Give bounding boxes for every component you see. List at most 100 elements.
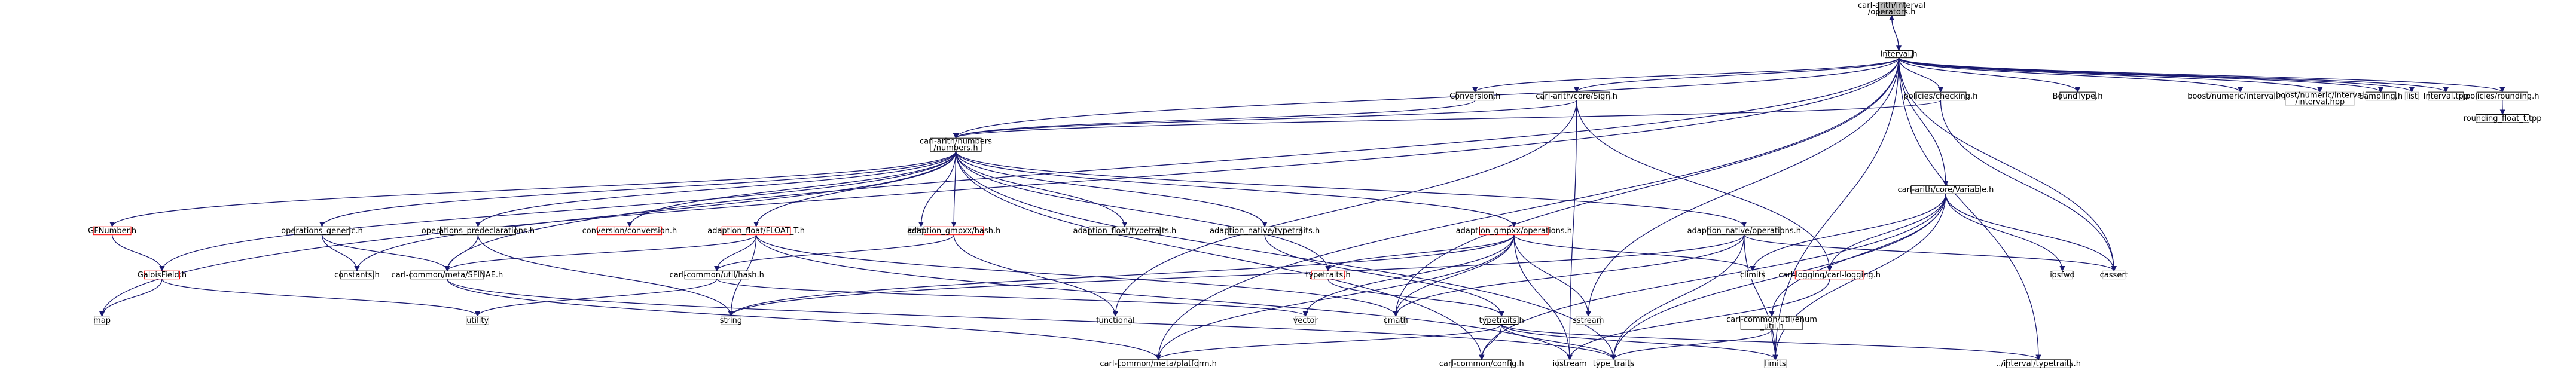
node-platform[interactable]: carl-common/meta/platform.h bbox=[1100, 359, 1217, 369]
node-boundtype[interactable]: BoundType.h bbox=[2053, 91, 2103, 101]
edge-interval-to-checking bbox=[1898, 57, 1943, 93]
node-cassert: cassert bbox=[2100, 270, 2128, 280]
node-label-intervaltypetraits: ../interval/typetraits.h bbox=[1996, 360, 2081, 369]
edge-interval-to-sfinae bbox=[444, 57, 1900, 272]
edge-carllogging-to-iostream bbox=[1567, 279, 1830, 360]
edge-gmpxxops-to-vector bbox=[1302, 234, 1515, 317]
node-label-interval: Interval.h bbox=[1880, 50, 1917, 59]
node-config[interactable]: carl-common/config.h bbox=[1439, 359, 1524, 369]
node-label-root: carl-arith/interval bbox=[1858, 1, 1925, 10]
node-constants[interactable]: constants.h bbox=[334, 270, 380, 280]
edge-adaptionfloat-to-sfinae bbox=[444, 234, 757, 272]
node-sign[interactable]: carl-arith/core/Sign.h bbox=[1536, 91, 1617, 101]
node-boostinterval2: boost/numeric/interval/interval.hpp bbox=[2276, 91, 2364, 107]
node-adaptionfloat[interactable]: adaption_float/FLOAT_T.h bbox=[707, 226, 805, 236]
edge-interval-to-boostinterval bbox=[1898, 57, 2243, 93]
edge-variable-to-carllogging bbox=[1827, 194, 1946, 272]
node-label-list: list bbox=[2406, 92, 2418, 101]
edge-interval-to-numbers bbox=[953, 57, 1900, 139]
node-box-list bbox=[2404, 91, 2419, 101]
node-intervaltpp[interactable]: Interval.tpp bbox=[2424, 91, 2469, 101]
node-typetraitsred[interactable]: typetraits.h bbox=[1305, 270, 1351, 280]
node-opgeneric[interactable]: operations_generic.h bbox=[281, 226, 363, 236]
node-gmpxxhash[interactable]: adaption_gmpxx/hash.h bbox=[907, 226, 1000, 236]
node-box-enumutil bbox=[1740, 316, 1803, 330]
edge-numbers-to-gfnumber bbox=[109, 151, 957, 228]
node-label-galoisfield: GaloisField.h bbox=[138, 271, 187, 280]
edge-numbers-to-opgeneric bbox=[319, 151, 957, 228]
node-gfnumber[interactable]: GFNumber.h bbox=[88, 226, 136, 236]
node-floattypetraits[interactable]: adaption_float/typetraits.h bbox=[1073, 226, 1176, 236]
node-interval[interactable]: Interval.h bbox=[1880, 50, 1917, 59]
node-box-functional bbox=[1099, 316, 1131, 325]
node-checking[interactable]: policies/checking.h bbox=[1903, 91, 1977, 101]
node-conversionconv[interactable]: conversion/conversion.h bbox=[582, 226, 677, 236]
edge-numbers-to-gmpxxops bbox=[955, 151, 1517, 228]
node-carllogging[interactable]: carl-logging/carl-logging.h bbox=[1778, 270, 1881, 280]
node-label-map: map bbox=[93, 316, 111, 325]
node-boostinterval: boost/numeric/interval.hpp bbox=[2187, 91, 2293, 101]
edge-adaptionfloat-to-cmath bbox=[755, 234, 1399, 317]
node-intervaltypetraits[interactable]: ../interval/typetraits.h bbox=[1996, 359, 2081, 369]
node-label-typetraitsstd: type_traits bbox=[1593, 360, 1635, 369]
node-galoisfield[interactable]: GaloisField.h bbox=[138, 270, 187, 280]
node-label-gmpxxhash: adaption_gmpxx/hash.h bbox=[907, 227, 1000, 236]
node-iostream: iostream bbox=[1553, 359, 1587, 369]
node-box-iosfwd bbox=[2052, 270, 2073, 280]
node-typetraits[interactable]: typetraits.h bbox=[1479, 316, 1524, 325]
edge-gmpxxhash-to-functional bbox=[953, 234, 1118, 317]
edge-variable-to-climits bbox=[1750, 194, 1946, 272]
edge-numbers-to-galoisfield bbox=[159, 151, 957, 272]
edge-checking-to-numbers bbox=[953, 100, 1942, 139]
node-cmath: cmath bbox=[1384, 316, 1408, 325]
edge-numbers-to-nativeops bbox=[955, 151, 1747, 228]
node-hash[interactable]: carl-common/util/hash.h bbox=[670, 270, 764, 280]
node-variable[interactable]: carl-arith/core/Variable.h bbox=[1897, 185, 1994, 194]
node-box-nativeops bbox=[1707, 226, 1781, 236]
node-sampling[interactable]: Sampling.h bbox=[2359, 91, 2403, 101]
node-box-hash bbox=[684, 270, 749, 280]
node-box-sampling bbox=[2365, 91, 2397, 101]
edge-hash-to-vector bbox=[716, 279, 1308, 317]
node-box-iostream bbox=[1557, 359, 1582, 368]
edge-interval-to-sign bbox=[1574, 57, 1900, 93]
node-box-numbers bbox=[930, 137, 982, 152]
node-opdecl[interactable]: operations_predeclarations.h bbox=[422, 226, 535, 236]
edge-nativetypetraits-to-typetraits bbox=[1264, 234, 1504, 317]
node-conversion[interactable]: Conversion.h bbox=[1449, 91, 1500, 101]
edge-interval-to-boostinterval2 bbox=[1898, 57, 2323, 93]
node-box-string bbox=[721, 316, 741, 325]
edge-numbers-to-typetraitsred bbox=[955, 151, 1331, 272]
node-label-hash: carl-common/util/hash.h bbox=[670, 271, 764, 280]
node-label-sfinae: carl-common/meta/SFINAE.h bbox=[392, 271, 503, 280]
node-typetraitsstd: type_traits bbox=[1593, 359, 1635, 369]
node-numbers[interactable]: carl-arith/numbers/numbers.h bbox=[920, 137, 992, 153]
node-box-opdecl bbox=[440, 226, 516, 236]
node-enumutil[interactable]: carl-common/util/enum_util.h bbox=[1726, 316, 1817, 331]
edge-variable-to-enumutil bbox=[1769, 194, 1946, 317]
node-string: string bbox=[720, 316, 742, 325]
node-label-typetraitsred: typetraits.h bbox=[1305, 271, 1350, 280]
node-nativetypetraits[interactable]: adaption_native/typetraits.h bbox=[1210, 226, 1320, 236]
node-map: map bbox=[93, 316, 111, 325]
node-gmpxxops[interactable]: adaption_gmpxx/operations.h bbox=[1456, 226, 1572, 236]
edge-interval-to-rounding bbox=[1898, 57, 2505, 93]
node-label-rounding: policies/rounding.h bbox=[2465, 92, 2540, 101]
node-roundingfloat[interactable]: rounding_float_t.tpp bbox=[2464, 114, 2542, 123]
edge-conversion-to-numbers bbox=[953, 100, 1476, 139]
node-nativeops[interactable]: adaption_native/operations.h bbox=[1687, 226, 1801, 236]
node-sfinae[interactable]: carl-common/meta/SFINAE.h bbox=[392, 270, 503, 280]
node-label-opgeneric: operations_generic.h bbox=[281, 227, 363, 236]
node-box-adaptionfloat bbox=[721, 226, 791, 236]
node-label-cassert: cassert bbox=[2100, 271, 2128, 280]
edge-numbers-to-floattypetraits bbox=[955, 151, 1128, 228]
node-label-enumutil: _util.h bbox=[1759, 322, 1783, 331]
edge-opgeneric-to-constants bbox=[321, 234, 360, 272]
node-box-roundingfloat bbox=[2476, 114, 2530, 123]
edge-interval-to-cassert bbox=[1898, 57, 2117, 272]
edge-typetraits-to-intervaltypetraits bbox=[1501, 323, 2041, 360]
node-rounding[interactable]: policies/rounding.h bbox=[2465, 91, 2540, 101]
edge-nativeops-to-cassert bbox=[1744, 234, 2117, 272]
edge-interval-to-map bbox=[99, 57, 1900, 317]
node-box-boostinterval2 bbox=[2285, 91, 2355, 106]
